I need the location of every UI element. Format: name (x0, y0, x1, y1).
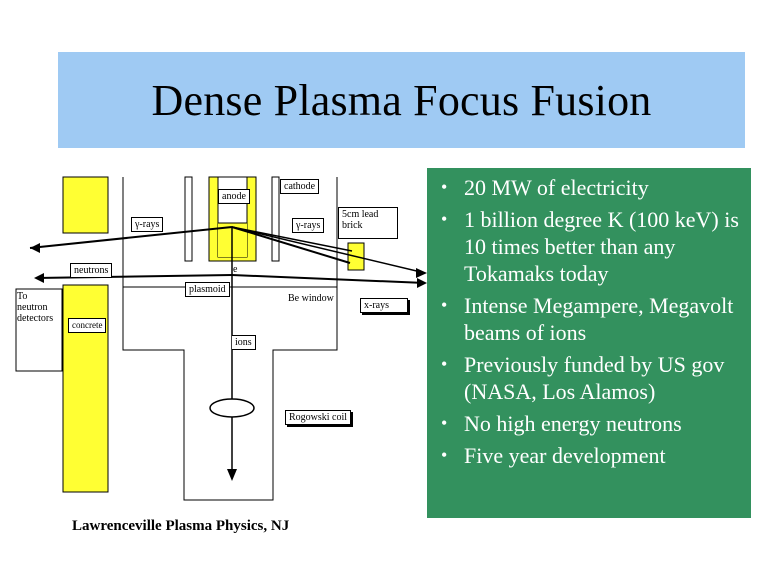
label-lead-brick: 5cm lead brick (338, 207, 398, 239)
detector-box (15, 288, 63, 372)
ray-right-upper (231, 226, 426, 274)
bullet-list: • 20 MW of electricity • 1 billion degree … (439, 174, 743, 469)
rogowski-coil (209, 398, 255, 418)
label-concrete: concrete (68, 318, 107, 333)
slide-title: Dense Plasma Focus Fusion (151, 75, 652, 125)
ray-brick (231, 226, 351, 264)
label-lead-brick-line1: 5cm lead (342, 209, 379, 220)
label-x-rays: x-rays (360, 298, 408, 313)
label-to-detectors-line1: To (17, 291, 28, 302)
bullet-dot: • (441, 354, 448, 374)
label-e: e (233, 264, 238, 275)
label-plasmoid: plasmoid (185, 282, 230, 297)
electrode-post-right (271, 176, 280, 262)
footer-credit: Lawrenceville Plasma Physics, NJ (72, 518, 290, 534)
label-cathode: cathode (280, 179, 320, 194)
bullet-text: 20 MW of electricity (464, 175, 649, 200)
bullet-text: Intense Megampere, Megavolt beams of ion… (464, 293, 734, 345)
label-to-detectors-line3: detectors (17, 313, 54, 324)
bullet-dot: • (441, 413, 448, 433)
neutron-line-right (231, 274, 426, 284)
label-neutrons: neutrons (70, 263, 113, 278)
bullet-item: • 20 MW of electricity (439, 174, 743, 201)
ray-left (29, 226, 233, 249)
label-rogowski-coil: Rogowski coil (285, 410, 352, 425)
neutron-line-left (35, 274, 233, 279)
title-bar: Dense Plasma Focus Fusion (58, 52, 745, 148)
bullet-text: 1 billion degree K (100 keV) is 10 times… (464, 207, 739, 286)
bullet-item: • Intense Megampere, Megavolt beams of io… (439, 292, 743, 346)
label-anode: anode (218, 189, 250, 204)
bullet-item: • No high energy neutrons (439, 410, 743, 437)
label-gamma-rays-left: γ-rays (131, 217, 164, 232)
bullet-item: • Five year development (439, 442, 743, 469)
bullet-dot: • (441, 445, 448, 465)
bullet-text: Five year development (464, 443, 666, 468)
bullet-panel: • 20 MW of electricity • 1 billion degree … (427, 168, 751, 518)
electrode-post-left (184, 176, 193, 262)
bullet-dot: • (441, 209, 448, 229)
bullet-dot: • (441, 295, 448, 315)
left-yellow-block (62, 176, 109, 234)
label-be-window: Be window (288, 293, 334, 304)
label-ions: ions (232, 335, 256, 350)
label-to-detectors: To neutron detectors (17, 291, 53, 324)
plasma-focus-diagram: anode cathode γ-rays γ-rays 5cm lead bri… (0, 165, 430, 510)
bullet-item: • Previously funded by US gov (NASA, Los … (439, 351, 743, 405)
bullet-item: • 1 billion degree K (100 keV) is 10 time… (439, 206, 743, 287)
chamber-outline (122, 258, 338, 501)
bullet-text: Previously funded by US gov (NASA, Los A… (464, 352, 725, 404)
label-lead-brick-line2: brick (342, 220, 363, 231)
label-to-detectors-line2: neutron (17, 302, 48, 313)
label-gamma-rays-right: γ-rays (292, 218, 325, 233)
bullet-dot: • (441, 177, 448, 197)
concrete-column (62, 284, 109, 493)
bullet-text: No high energy neutrons (464, 411, 682, 436)
